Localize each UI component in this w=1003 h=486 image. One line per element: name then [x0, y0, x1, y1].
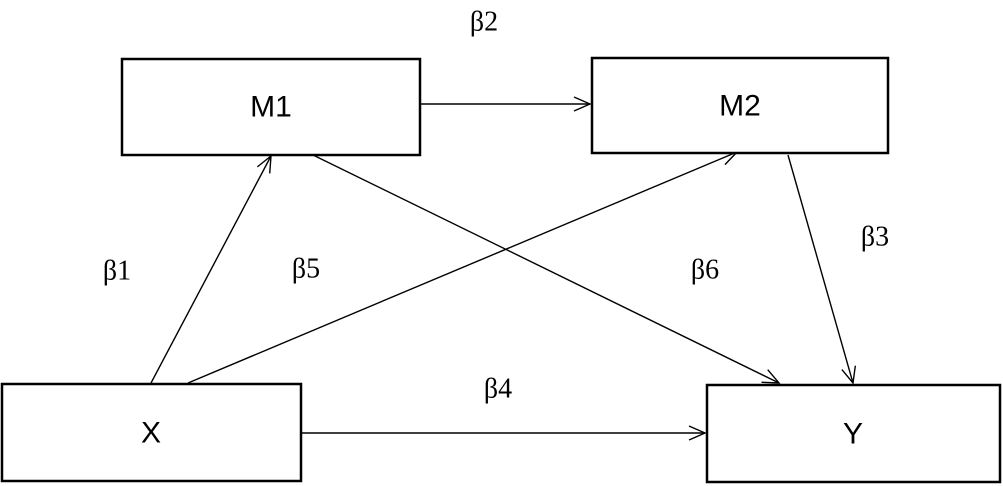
node-x-label: X	[141, 417, 161, 450]
node-m1-label: M1	[250, 91, 292, 124]
arrow-m1-to-y	[312, 154, 781, 384]
edge-label-b1: β1	[103, 256, 131, 287]
arrow-x-to-m1	[150, 154, 272, 384]
arrow-x-to-m2	[187, 151, 739, 384]
node-x: X	[0, 382, 303, 483]
edge-label-b4: β4	[484, 374, 512, 405]
node-m2: M2	[590, 56, 890, 155]
node-m1: M1	[120, 57, 422, 157]
node-y: Y	[705, 383, 1002, 484]
node-m2-label: M2	[719, 90, 761, 123]
edge-label-b5: β5	[292, 254, 320, 285]
edge-label-b3: β3	[861, 222, 889, 253]
edge-label-b6: β6	[691, 255, 719, 286]
edge-label-b2: β2	[470, 7, 498, 38]
arrow-m2-to-y	[787, 154, 857, 385]
node-y-label: Y	[843, 418, 863, 451]
